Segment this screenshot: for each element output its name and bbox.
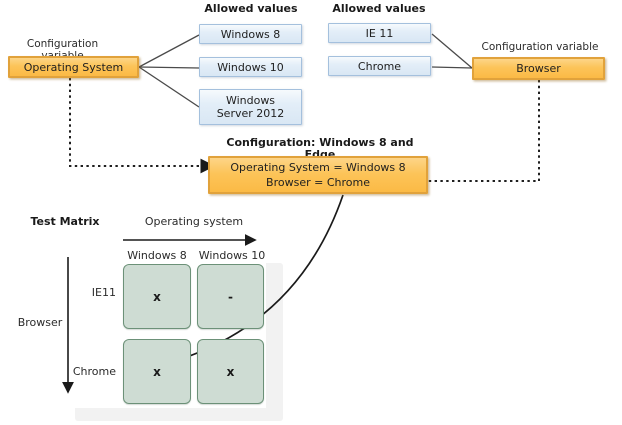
- browser-value-connectors: [431, 33, 473, 69]
- os-to-config-dotted-arrow: [69, 78, 216, 174]
- allowed-values-heading-right: Allowed values: [332, 2, 426, 15]
- matrix-cell-chrome-windows8: x: [123, 339, 191, 404]
- matrix-cell-chrome-windows10: x: [197, 339, 264, 404]
- value-box-windows8: Windows 8: [199, 24, 302, 44]
- matrix-row-header-chrome: Chrome: [72, 365, 116, 378]
- os-axis-label: Operating system: [144, 215, 244, 228]
- browser-variable-box: Browser: [472, 57, 605, 80]
- matrix-row-header-ie11: IE11: [91, 286, 116, 299]
- configuration-box: Operating System = Windows 8 Browser = C…: [208, 156, 428, 194]
- os-value-connectors: [138, 34, 200, 108]
- matrix-col-header-windows10: Windows 10: [198, 249, 266, 262]
- configuration-line-browser: Browser = Chrome: [266, 176, 370, 189]
- allowed-values-heading-left: Allowed values: [204, 2, 298, 15]
- test-matrix-title: Test Matrix: [30, 215, 100, 228]
- value-box-windows-server-2012: Windows Server 2012: [199, 89, 302, 125]
- configuration-line-os: Operating System = Windows 8: [230, 161, 406, 174]
- operating-system-variable-box: Operating System: [8, 56, 139, 78]
- value-box-ie11: IE 11: [328, 23, 431, 43]
- browser-axis-label: Browser: [17, 316, 63, 329]
- browser-to-config-dotted-arrow: [377, 80, 540, 189]
- value-box-windows10: Windows 10: [199, 57, 302, 77]
- config-variable-label-right: Configuration variable: [481, 41, 599, 53]
- matrix-col-header-windows8: Windows 8: [127, 249, 187, 262]
- value-box-windows-server-2012-text: Windows Server 2012: [216, 94, 285, 120]
- matrix-cell-ie11-windows10: -: [197, 264, 264, 329]
- value-box-chrome: Chrome: [328, 56, 431, 76]
- matrix-cell-ie11-windows8: x: [123, 264, 191, 329]
